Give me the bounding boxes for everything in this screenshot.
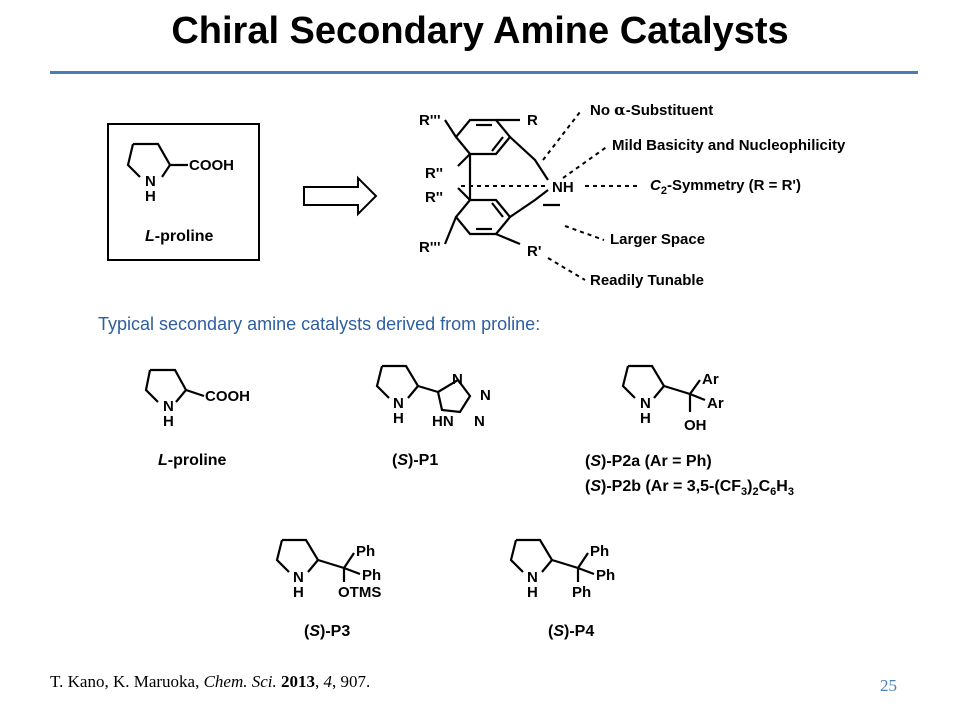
p1-structure: [375, 364, 472, 414]
p3-n: N: [293, 569, 304, 586]
citation: T. Kano, K. Maruoka, Chem. Sci. 2013, 4,…: [50, 672, 371, 691]
proline-cooh: COOH: [205, 388, 250, 405]
p3-label: (S)-P3: [304, 623, 350, 640]
annotation-no-alpha-suffix: -Substituent: [626, 102, 714, 119]
proline-box-h: H: [145, 188, 156, 205]
annotation-no-alpha-prefix: No: [590, 102, 614, 119]
citation-journal: Chem. Sci.: [203, 672, 277, 691]
annotation-leaders: [461, 111, 638, 281]
annotation-symmetry: C2-Symmetry (R = R'): [650, 177, 801, 197]
proline-box-label-l: L: [145, 228, 155, 245]
p3-ph-1: Ph: [356, 543, 375, 560]
proline-box-label: L-proline: [145, 228, 214, 245]
annotation-symmetry-sub: 2: [661, 185, 667, 197]
p1-tz-hn: HN: [432, 413, 454, 430]
slide-subtitle: Typical secondary amine catalysts derive…: [98, 314, 541, 334]
p2a-label: (S)-P2a (Ar = Ph): [585, 453, 712, 470]
label-r-triple-top: R''': [419, 112, 441, 129]
proline-box-structure: [126, 142, 188, 178]
p4-ph-1: Ph: [590, 543, 609, 560]
label-r-double-2: R'': [425, 189, 443, 206]
p2-h: H: [640, 410, 651, 427]
p4-structure: [509, 538, 595, 582]
label-r-top: R: [527, 112, 538, 129]
annotation-alpha: α: [614, 101, 626, 119]
proline-h: H: [163, 413, 174, 430]
p2-oh: OH: [684, 417, 707, 434]
proline-n: N: [163, 398, 174, 415]
citation-year: 2013: [281, 672, 316, 691]
label-nh: NH: [552, 179, 574, 196]
annotation-space: Larger Space: [610, 231, 705, 248]
annotation-symmetry-rest: -Symmetry (R = R'): [667, 177, 801, 194]
label-r-double-1: R'': [425, 165, 443, 182]
p2-n: N: [640, 395, 651, 412]
slide-title: Chiral Secondary Amine Catalysts: [171, 10, 789, 52]
annotation-basicity: Mild Basicity and Nucleophilicity: [612, 137, 846, 154]
citation-authors: T. Kano, K. Maruoka,: [50, 672, 204, 691]
p3-h: H: [293, 584, 304, 601]
p3-structure: [275, 538, 361, 582]
annotation-tunable: Readily Tunable: [590, 272, 704, 289]
proline-box-label-rest: -proline: [155, 228, 214, 245]
p1-h: H: [393, 410, 404, 427]
p2-ar-1: Ar: [702, 371, 719, 388]
annotation-symmetry-c: C: [650, 177, 662, 194]
title-divider: [50, 71, 918, 74]
citation-volume: 4: [323, 672, 333, 691]
p4-h: H: [527, 584, 538, 601]
p1-label: (S)-P1: [392, 452, 438, 469]
proline-structure: [144, 368, 205, 403]
p2-ar-2: Ar: [707, 395, 724, 412]
label-r-triple-bottom: R''': [419, 239, 441, 256]
p2b-label: (S)-P2b (Ar = 3,5-(CF3)2C6H3: [585, 478, 794, 498]
p1-tz-n2: N: [480, 387, 491, 404]
p3-otms: OTMS: [338, 584, 381, 601]
hollow-arrow: [303, 175, 378, 217]
p4-n: N: [527, 569, 538, 586]
proline-box: [107, 123, 260, 261]
label-r-prime: R': [527, 243, 541, 260]
binaphthyl-structure: [443, 118, 560, 246]
p4-ph-3: Ph: [572, 584, 591, 601]
proline-label-rest: -proline: [168, 452, 227, 469]
p2-structure: [621, 364, 706, 412]
p1-tz-n3: N: [474, 413, 485, 430]
proline-box-cooh: COOH: [189, 157, 234, 174]
proline-box-n: N: [145, 173, 156, 190]
proline-label: L-proline: [158, 452, 227, 469]
citation-pages: 907.: [340, 672, 371, 691]
p4-label: (S)-P4: [548, 623, 594, 640]
proline-label-l: L: [158, 452, 168, 469]
p4-ph-2: Ph: [596, 567, 615, 584]
p3-ph-2: Ph: [362, 567, 381, 584]
p1-tz-n1: N: [452, 371, 463, 388]
page-number: 25: [880, 676, 897, 695]
p1-n: N: [393, 395, 404, 412]
annotation-no-alpha: No α-Substituent: [590, 101, 713, 119]
